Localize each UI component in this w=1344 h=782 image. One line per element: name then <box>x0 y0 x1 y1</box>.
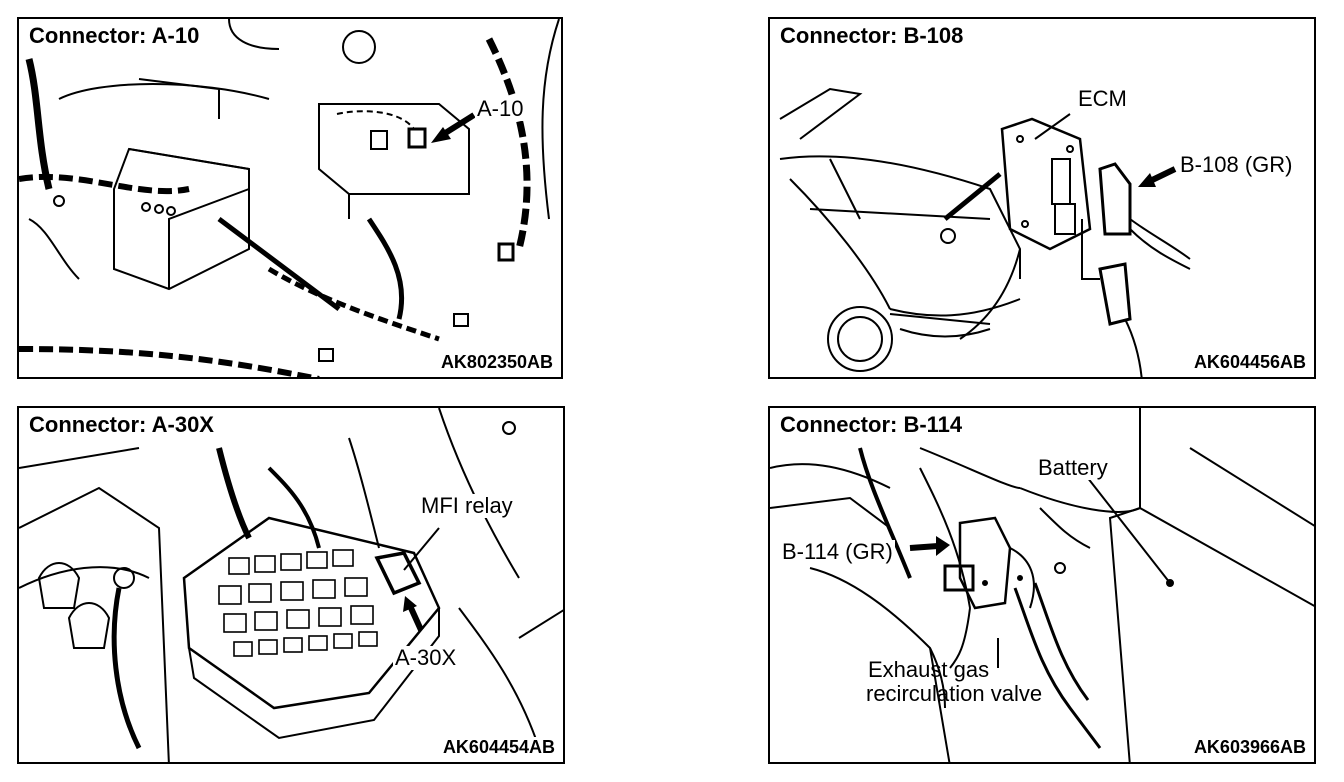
relay-box-illustration <box>19 408 563 762</box>
callout-label-egr-line1: Exhaust gas <box>868 657 990 682</box>
callout-label-a30x: A-30X <box>393 645 459 670</box>
callout-label-a10: A-10 <box>475 96 526 121</box>
engine-bay-illustration <box>19 19 560 377</box>
figure-code: AK802350AB <box>438 352 555 373</box>
callout-label-b114: B-114 (GR) <box>780 539 895 564</box>
callout-label-battery: Battery <box>1036 455 1110 480</box>
connector-title: Connector: A-30X <box>27 412 216 438</box>
panel-connector-b114: Connector: B-114 Battery B-114 (GR) Exha… <box>768 406 1316 764</box>
callout-label-b108: B-108 (GR) <box>1178 152 1295 177</box>
figure-code: AK603966AB <box>1191 737 1308 758</box>
callout-label-mfi-relay: MFI relay <box>419 493 515 518</box>
vehicle-front-illustration <box>779 87 1191 377</box>
connector-title: Connector: B-114 <box>778 412 965 438</box>
panel-connector-a10: Connector: A-10 A-10 AK802350AB <box>17 17 563 379</box>
figure-code: AK604454AB <box>440 737 557 758</box>
connector-title: Connector: A-10 <box>27 23 202 49</box>
panel-connector-b108: Connector: B-108 ECM B-108 (GR) AK604456… <box>768 17 1316 379</box>
connector-title: Connector: B-108 <box>778 23 966 49</box>
figure-code: AK604456AB <box>1191 352 1308 373</box>
panel-connector-a30x: Connector: A-30X MFI relay A-30X AK60445… <box>17 406 565 764</box>
callout-label-egr-line2: recirculation valve <box>866 681 1043 706</box>
egr-valve-illustration <box>770 408 1314 762</box>
callout-label-ecm: ECM <box>1076 86 1129 111</box>
